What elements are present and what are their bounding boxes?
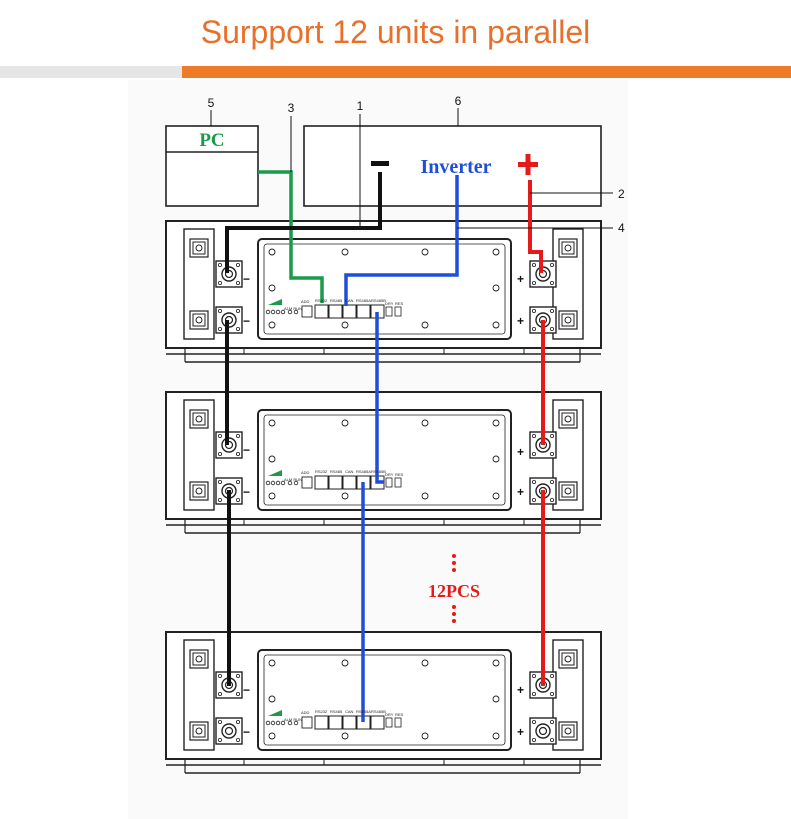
svg-text:−: − [243, 683, 250, 697]
svg-text:−: − [243, 314, 250, 328]
title-underline-grey [0, 66, 182, 78]
pc-box [165, 125, 259, 207]
callout-6: 6 [455, 94, 462, 126]
svg-text:5: 5 [208, 96, 215, 110]
svg-text:−: − [243, 725, 250, 739]
svg-text:3: 3 [288, 101, 295, 115]
comm-link-cable-1 [375, 312, 384, 484]
svg-text:4: 4 [618, 221, 625, 235]
svg-text:−: − [243, 485, 250, 499]
svg-text:RS232: RS232 [315, 298, 328, 303]
pc-communication-cable [258, 170, 324, 303]
callout-1: 1 [357, 99, 364, 228]
svg-text:1: 1 [357, 99, 364, 113]
svg-text:RS232: RS232 [315, 709, 328, 714]
svg-text:ALM RUN: ALM RUN [284, 717, 302, 722]
positive-cable-main [528, 180, 543, 273]
svg-text:+: + [517, 725, 524, 739]
callout-3: 3 [288, 101, 295, 172]
svg-text:DRY: DRY [385, 472, 394, 477]
svg-text:+: + [517, 485, 524, 499]
callout-4: 4 [457, 221, 625, 235]
svg-text:RS485B: RS485B [371, 469, 386, 474]
svg-text:RS485A: RS485A [356, 469, 371, 474]
negative-symbol [371, 161, 389, 166]
svg-text:RS485: RS485 [330, 469, 343, 474]
svg-text:+: + [517, 445, 524, 459]
page-title: Surpport 12 units in parallel [200, 14, 591, 50]
svg-text:ADD: ADD [301, 299, 310, 304]
polarity-marks: − − − − − − + + + + + + [243, 272, 524, 739]
quantity-indicator: 12PCS [428, 554, 480, 623]
negative-cable-main [225, 172, 382, 273]
svg-text:ADD: ADD [301, 470, 310, 475]
svg-text:RS485B: RS485B [371, 709, 386, 714]
svg-text:+: + [517, 314, 524, 328]
svg-text:−: − [243, 443, 250, 457]
svg-text:RS485B: RS485B [371, 298, 386, 303]
pc-label: PC [199, 130, 224, 151]
title-underline-orange [182, 66, 791, 78]
svg-text:−: − [243, 272, 250, 286]
svg-text:RS485: RS485 [330, 298, 343, 303]
svg-text:RS232: RS232 [315, 469, 328, 474]
svg-text:RS485: RS485 [330, 709, 343, 714]
svg-text:RES: RES [395, 301, 404, 306]
port-labels-module-1: ADD ALM RUN RS232 RS485 CAN RS485A RS485… [284, 298, 404, 311]
svg-text:+: + [517, 683, 524, 697]
quantity-label: 12PCS [428, 581, 480, 601]
svg-text:ADD: ADD [301, 710, 310, 715]
port-labels-module-12: ADD ALM RUN RS232 RS485 CAN RS485A RS485… [284, 709, 404, 722]
svg-text:RES: RES [395, 472, 404, 477]
svg-text:2: 2 [618, 187, 625, 201]
svg-text:CAN: CAN [345, 709, 354, 714]
svg-text:DRY: DRY [385, 301, 394, 306]
battery-module-1 [166, 221, 601, 362]
svg-text:+: + [517, 272, 524, 286]
svg-text:DRY: DRY [385, 712, 394, 717]
inverter-communication-cable [344, 175, 459, 306]
svg-text:CAN: CAN [345, 298, 354, 303]
svg-text:RS485A: RS485A [356, 709, 371, 714]
svg-text:6: 6 [455, 94, 462, 108]
battery-module-12 [166, 632, 601, 773]
svg-text:RES: RES [395, 712, 404, 717]
port-labels-module-2: ADD ALM RUN RS232 RS485 CAN RS485A RS485… [284, 469, 404, 482]
svg-text:ALM RUN: ALM RUN [284, 477, 302, 482]
inverter-label: Inverter [420, 156, 491, 178]
callout-2: 2 [530, 187, 625, 201]
svg-text:ALM RUN: ALM RUN [284, 306, 302, 311]
svg-text:CAN: CAN [345, 469, 354, 474]
callout-5: 5 [208, 96, 215, 126]
battery-module-2 [166, 392, 601, 533]
svg-text:RS485A: RS485A [356, 298, 371, 303]
